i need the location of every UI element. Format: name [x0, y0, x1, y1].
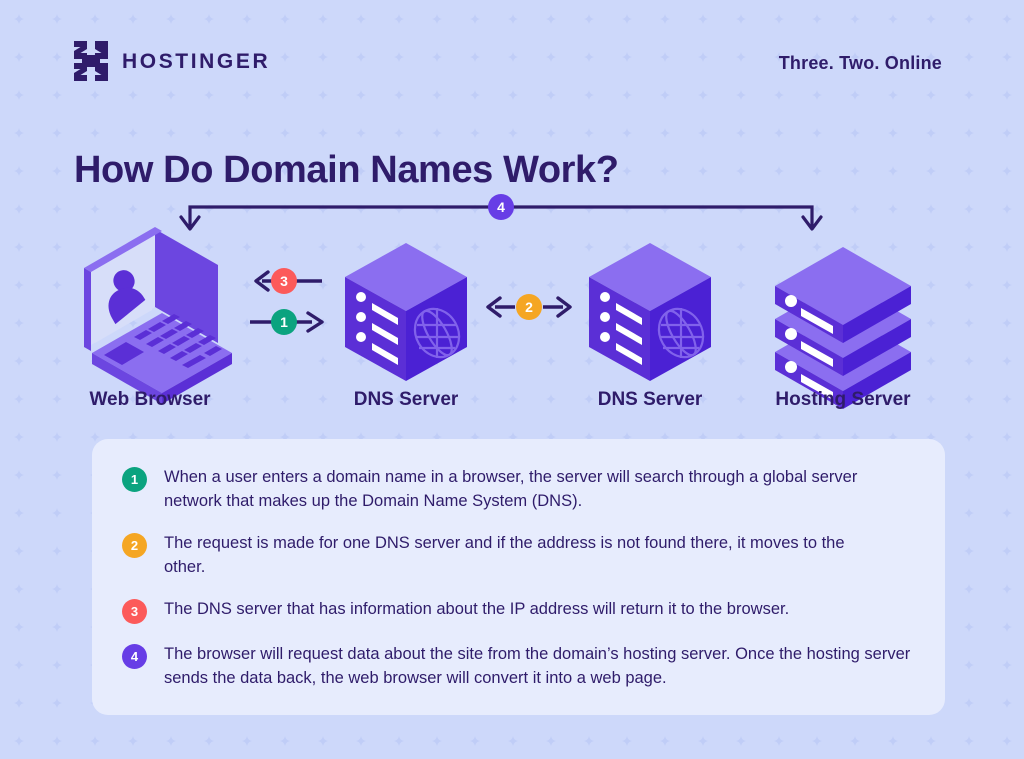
legend-text: The request is made for one DNS server a… [164, 534, 845, 577]
legend-badge-step-4: 4 [122, 644, 147, 670]
page-title: How Do Domain Names Work? [74, 149, 619, 192]
legend-panel: 1 When a user enters a domain name in a … [92, 439, 945, 715]
legend-item: 3 The DNS server that has information ab… [122, 597, 915, 625]
legend-item: 4 The browser will request data about th… [122, 642, 915, 690]
server-stack-icon [775, 247, 911, 409]
node-label-dns-server-2: DNS Server [597, 389, 703, 410]
node-label-dns-server-1: DNS Server [353, 389, 459, 410]
legend-item: 2 The request is made for one DNS server… [122, 531, 915, 579]
laptop-browser-icon [84, 227, 232, 404]
server-cube-icon [589, 243, 711, 381]
page-header: HOSTINGER Three. Two. Online [0, 0, 1024, 100]
node-label-web-browser: Web Browser [89, 389, 211, 410]
legend-badge-step-2: 2 [122, 533, 147, 559]
legend-text: The browser will request data about the … [164, 645, 911, 688]
diagram-node-labels: Web Browser DNS Server DNS Server Hostin… [0, 389, 1024, 419]
diagram-badge-step-2: 2 [516, 294, 542, 320]
legend-text: When a user enters a domain name in a br… [164, 468, 858, 511]
brand-name: HOSTINGER [122, 49, 271, 73]
legend-badge-step-3: 3 [122, 599, 147, 625]
brand-logo[interactable]: HOSTINGER [74, 41, 270, 81]
legend-badge-step-1: 1 [122, 467, 147, 492]
node-label-hosting-server: Hosting Server [775, 389, 911, 410]
hostinger-h-logo-icon [74, 41, 108, 81]
legend-item: 1 When a user enters a domain name in a … [122, 465, 915, 513]
server-cube-icon [345, 243, 467, 381]
diagram-badge-step-1: 1 [271, 309, 297, 335]
brand-tagline: Three. Two. Online [778, 53, 942, 73]
diagram-badge-step-3: 3 [271, 268, 297, 294]
diagram-badge-step-4: 4 [488, 194, 514, 220]
legend-text: The DNS server that has information abou… [164, 600, 790, 619]
